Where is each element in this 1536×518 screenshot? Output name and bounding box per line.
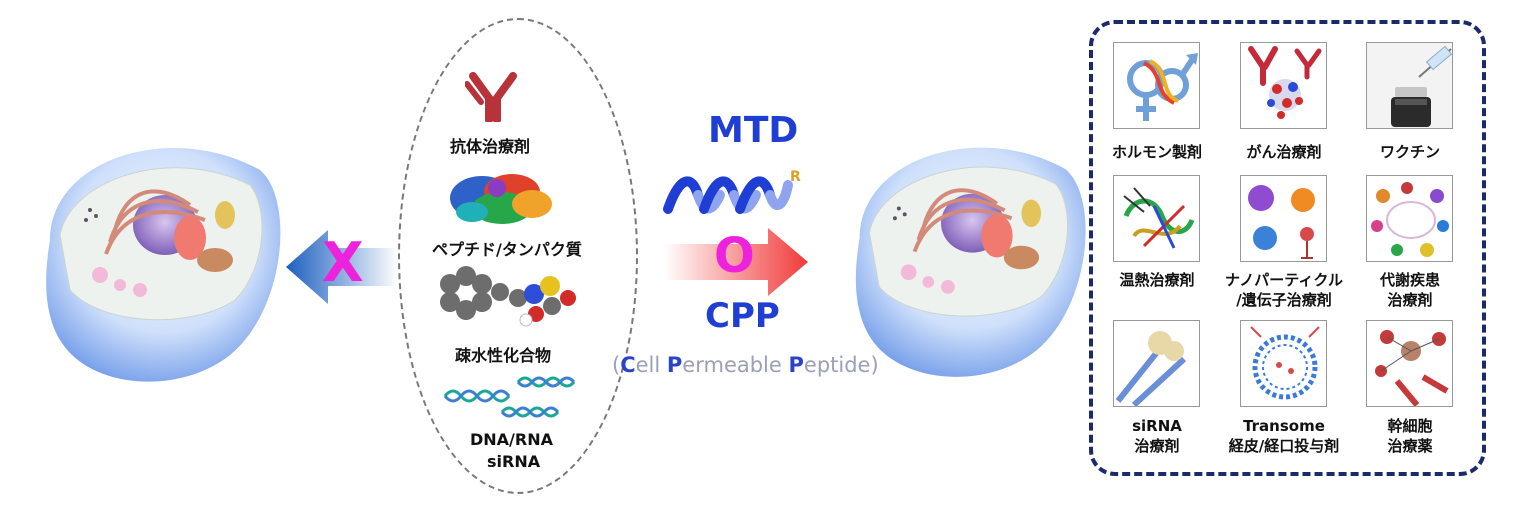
right-cell-illustration [840,115,1095,400]
sirna-helix-icon [1113,320,1200,407]
permeates-o-mark: O [714,228,755,284]
cargo-ellipse [398,18,638,494]
cargo-label-dna-rna: DNA/RNA [470,430,553,449]
cargo-label-hydrophobic: 疎水性化合物 [455,346,552,365]
blocked-arrow [286,230,398,304]
gender-symbols-icon [1113,42,1200,129]
liposome-icon [1240,320,1327,407]
protein-structure-icon [442,168,562,234]
antibody-molecule-icon [1240,42,1327,129]
cpp-word-ermeable: ermeable [682,353,789,377]
cpp-label: CPP [705,296,780,336]
vaccine-syringe-icon [1366,42,1453,129]
metabolism-cycle-icon [1366,175,1453,262]
cpp-word-ell: ell [635,353,667,377]
cpp-letter-c: C [620,353,636,377]
svg-text:R: R [790,169,801,185]
nanoparticle-virus-icon [1240,175,1327,262]
antibody-icon [464,72,521,126]
applications-panel [1089,20,1486,476]
cargo-label-peptide-protein: ペプチド/タンパク質 [432,240,582,259]
cpp-full-name: (Cell Permeable Peptide) [612,353,879,377]
blocked-x-mark: X [322,231,364,294]
protein-ribbon-icon [1113,175,1200,262]
app-label-vaccine: ワクチン [1379,143,1440,161]
mtd-label: MTD [708,110,799,151]
app-label-thermal: 温熱治療剤 [1119,271,1195,289]
left-cell-illustration [30,120,290,400]
permeates-arrow [664,228,808,300]
stem-cell-icon [1366,320,1453,407]
dna-strand-icon [440,372,590,428]
cpp-word-eptide: eptide) [803,353,879,377]
cargo-label-sirna: siRNA [487,452,541,471]
cpp-paren-open: ( [612,353,621,377]
helix-peptide-icon: R [660,165,810,229]
molecule-icon [430,262,580,336]
app-label-nanoparticle: ナノパーティクル/遺伝子治療剤 [1225,271,1343,309]
cpp-letter-p1: P [666,353,683,377]
app-label-stem-cell: 幹細胞治療薬 [1387,417,1433,455]
app-label-metabolic: 代謝疾患治療剤 [1379,271,1440,309]
cargo-label-antibody: 抗体治療剤 [450,137,531,156]
cpp-letter-p2: P [788,353,804,377]
app-label-hormone: ホルモン製剤 [1111,143,1202,161]
app-label-cancer: がん治療剤 [1246,143,1322,161]
